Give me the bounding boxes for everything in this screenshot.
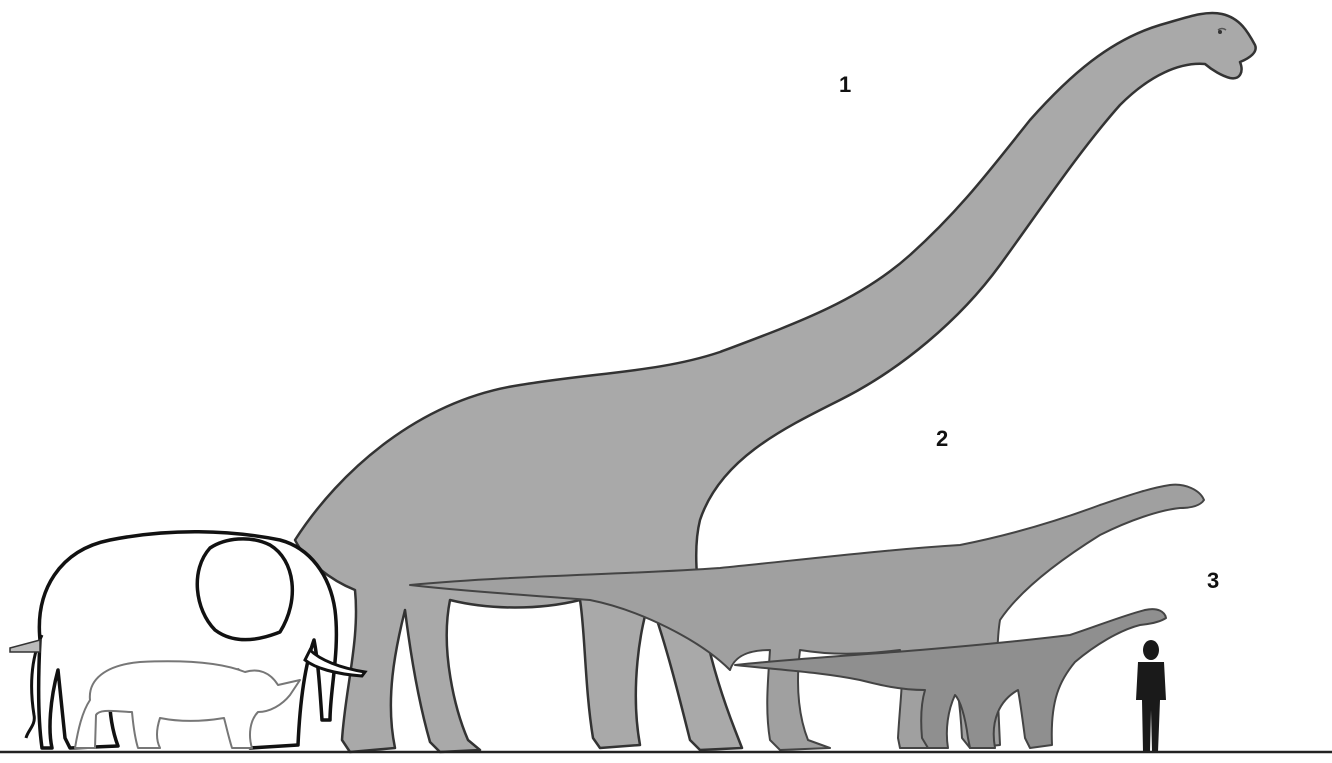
label-1: 1 [839,72,851,97]
label-2: 2 [936,426,948,451]
human-silhouette [1136,640,1166,752]
label-3: 3 [1207,568,1219,593]
